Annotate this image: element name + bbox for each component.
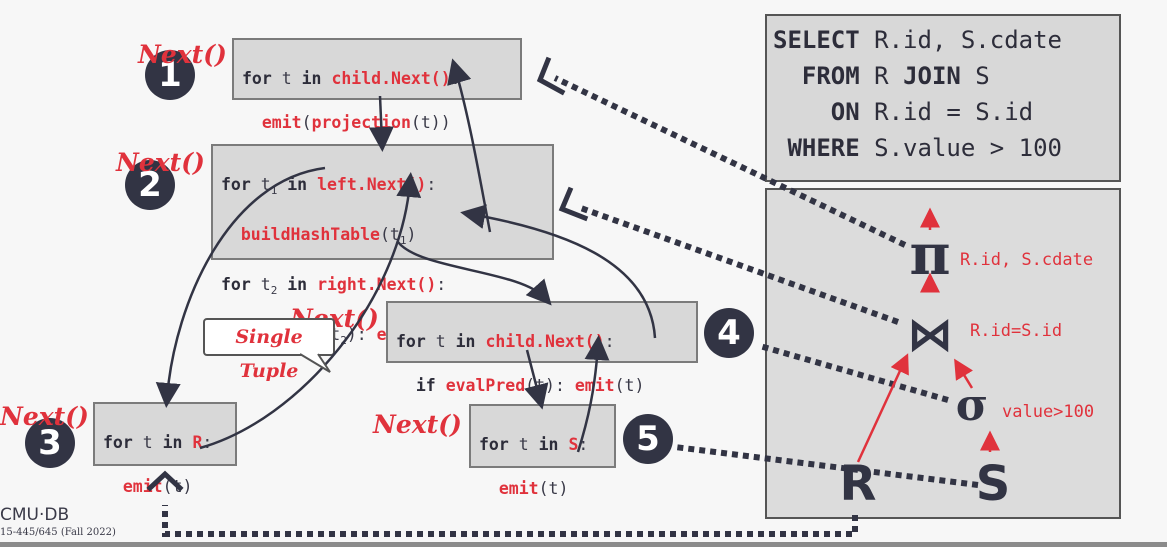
footer-logo: CMU·DB xyxy=(0,505,70,525)
dashed-head-1 xyxy=(536,56,566,96)
flow-arrow-4-to-5 xyxy=(524,349,549,410)
sql-query-box: SELECT R.id, S.cdate FROM R JOIN S ON R.… xyxy=(765,14,1121,182)
flow-arrow-4-to-2 xyxy=(460,204,657,339)
dashed-map-join-to-2 xyxy=(576,204,900,325)
sql-from-line: FROM R JOIN S xyxy=(801,62,990,90)
step-4-badge: 4 xyxy=(704,308,754,358)
tree-edge-r-to-join xyxy=(856,353,909,463)
operator-4-code: for t in child.Next(): if evalPred(t): e… xyxy=(386,301,698,395)
dashed-map-pi-to-1 xyxy=(553,75,907,248)
next-call-label-2: Next() xyxy=(116,148,205,177)
selection-label: value>100 xyxy=(1002,402,1095,422)
flow-arrow-2-to-1 xyxy=(447,58,492,233)
step-3-badge: 3 xyxy=(25,418,75,468)
next-call-label-1: Next() xyxy=(138,40,227,69)
operator-2-line-3: for t2 in right.Next(): xyxy=(221,275,447,297)
step-1-badge: 1 xyxy=(145,50,195,100)
relation-s: S xyxy=(976,456,1011,512)
operator-5-line-1: for t in S: xyxy=(479,435,589,454)
flow-arrow-5-to-4 xyxy=(576,335,610,453)
sql-on-line: ON R.id = S.id xyxy=(830,98,1034,126)
bottom-rule xyxy=(0,542,1167,547)
projection-label: R.id, S.cdate xyxy=(960,250,1094,270)
next-call-label-5: Next() xyxy=(373,410,462,439)
dashed-map-s-to-5 xyxy=(674,444,979,488)
flow-arrow-2-to-4 xyxy=(397,241,552,306)
dashed-head-2 xyxy=(558,186,589,222)
pi-icon: π xyxy=(910,222,951,288)
relation-r: R xyxy=(840,456,877,512)
step-2-badge: 2 xyxy=(125,160,175,210)
dashed-head-3 xyxy=(146,470,184,492)
operator-2-line-2: buildHashTable(t1) xyxy=(240,225,417,247)
dashed-map-r-to-3 xyxy=(162,505,858,537)
next-call-label-3: Next() xyxy=(0,402,89,431)
flow-arrow-1-to-2 xyxy=(368,95,394,152)
sql-select-line: SELECT R.id, S.cdate xyxy=(773,26,1062,54)
operator-4-line-1: for t in child.Next(): xyxy=(396,332,615,351)
operator-3-line-1: for t in R: xyxy=(103,433,213,452)
flow-arrow-3-to-2 xyxy=(199,172,422,450)
single-tuple-callout: Single Tuple xyxy=(203,318,335,382)
tree-edge-sigma-to-join xyxy=(954,358,974,389)
sigma-icon: σ xyxy=(956,380,988,431)
join-icon: ⋈ xyxy=(907,307,953,361)
sql-where-line: WHERE S.value > 100 xyxy=(787,134,1062,162)
callout-tail xyxy=(299,353,331,373)
operator-5-code: for t in S: emit(t) xyxy=(469,404,616,498)
step-5-badge: 5 xyxy=(623,414,673,464)
operator-5-line-2: emit(t) xyxy=(498,479,569,498)
join-label: R.id=S.id xyxy=(970,321,1063,341)
footer-course: 15-445/645 (Fall 2022) xyxy=(0,527,116,538)
flow-arrow-2-to-3 xyxy=(155,166,326,408)
